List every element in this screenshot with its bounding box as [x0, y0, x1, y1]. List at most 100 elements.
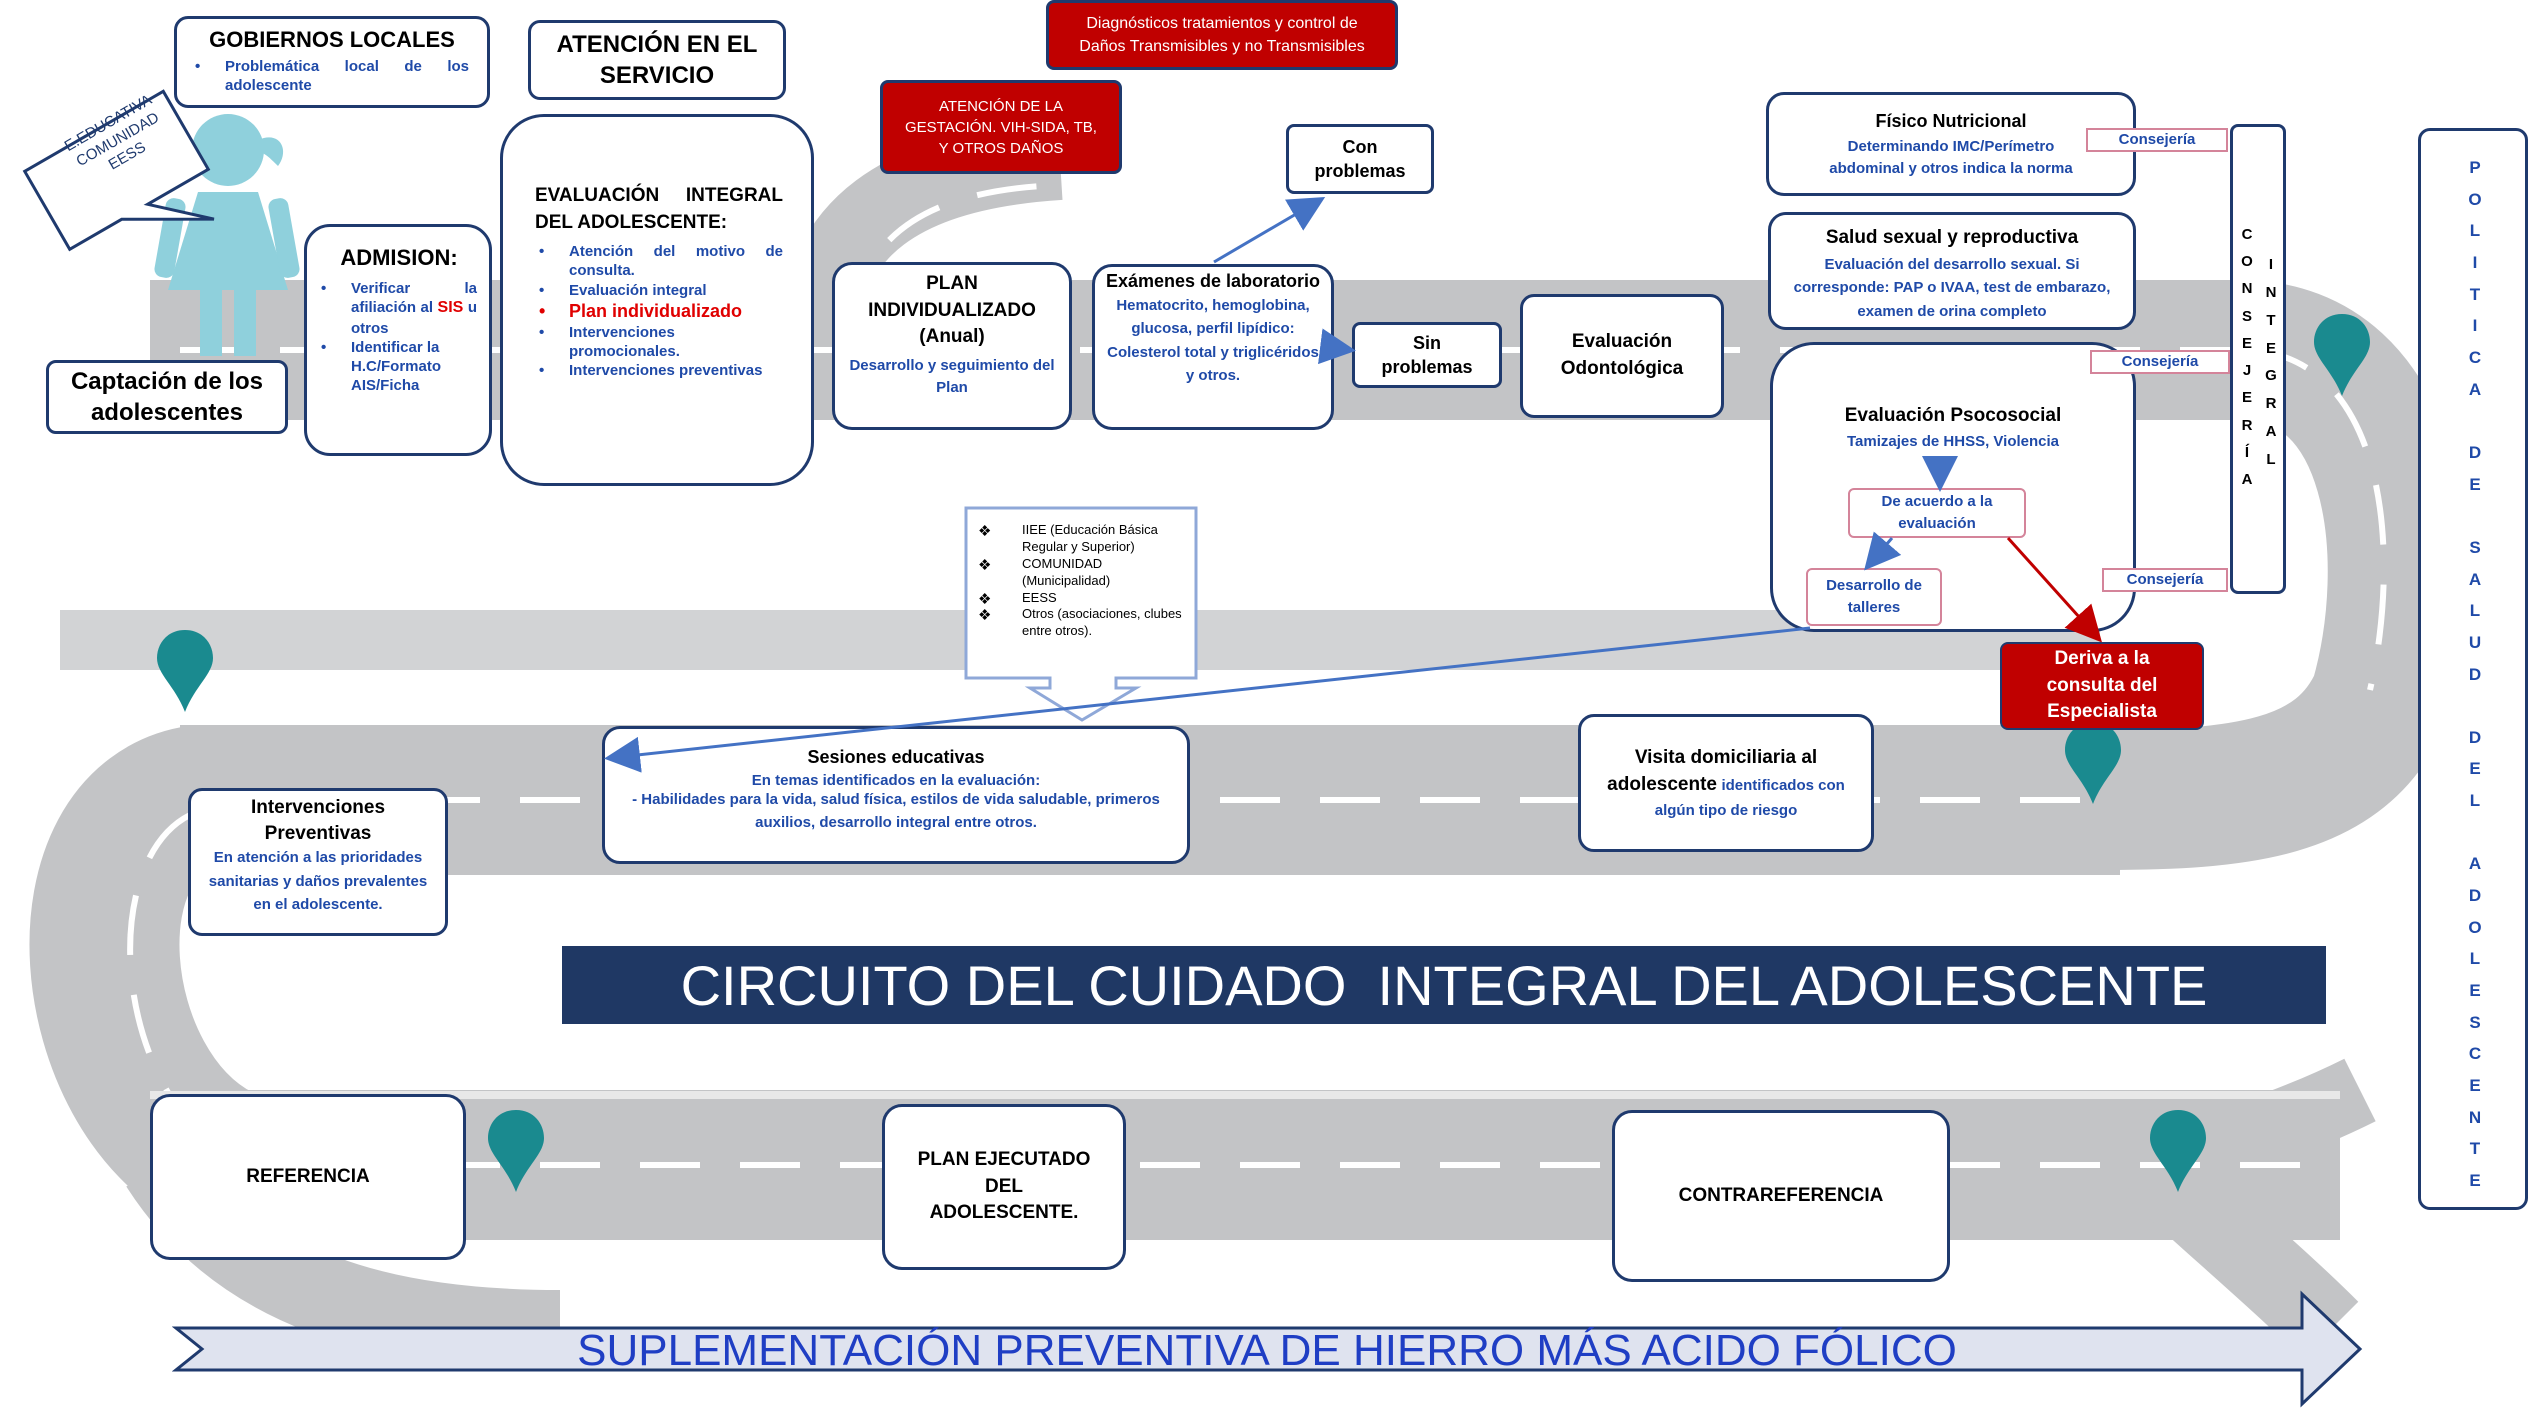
evaluacion-psicosocial-title: Evaluación Psocosocial [1844, 405, 2062, 426]
vertical-letter: S [2469, 1012, 2481, 1032]
plan-individualizado-title: PLAN INDIVIDUALIZADO (Anual) [868, 273, 1036, 348]
plan-individualizado-sub: Desarrollo y seguimiento del Plan [849, 356, 1055, 397]
plan-ejecutado-box: PLAN EJECUTADO DEL ADOLESCENTE. [882, 1104, 1126, 1270]
vertical-letter: L [2469, 601, 2481, 621]
vertical-letter: O [2241, 253, 2253, 271]
vertical-letter: I [2268, 256, 2274, 273]
atencion-servicio-title: ATENCIÓN EN EL SERVICIO [556, 30, 758, 89]
vertical-letter: I [2472, 316, 2478, 336]
salud-sexual-title: Salud sexual y reproductiva [1825, 227, 2079, 248]
salud-sexual-sub: Evaluación del desarrollo sexual. Si cor… [1793, 256, 2111, 320]
vertical-letter: C [2468, 1044, 2482, 1064]
examenes-title: Exámenes de laboratorio [1105, 271, 1321, 291]
captacion-text: Captación de los adolescentes [70, 367, 264, 426]
vertical-letter [2473, 697, 2478, 714]
evaluacion-item: Intervenciones preventivas [539, 361, 783, 380]
callout-item: Otros (asociaciones, clubes entre otros)… [978, 606, 1192, 640]
vertical-letter: T [2469, 284, 2481, 304]
salud-sexual-box: Salud sexual y reproductiva Evaluación d… [1768, 212, 2136, 330]
vertical-letter: L [2469, 949, 2481, 969]
evaluacion-odontologica-box: Evaluación Odontológica [1520, 294, 1724, 418]
vertical-letter: D [2468, 664, 2482, 684]
vertical-letter: C [2241, 226, 2253, 243]
intervenciones-preventivas-box: Intervenciones Preventivas En atención a… [188, 788, 448, 936]
con-problemas-box: Con problemas [1286, 124, 1434, 194]
fisico-nutricional-title: Físico Nutricional [1875, 111, 2027, 131]
referencia-box: REFERENCIA [150, 1094, 466, 1260]
evaluacion-odontologica-text: Evaluación Odontológica [1560, 331, 1684, 379]
vertical-letter: L [2469, 221, 2481, 241]
evaluacion-item: Intervenciones promocionales. [539, 323, 783, 361]
vertical-letter: E [2469, 1171, 2481, 1190]
vertical-letter: S [2241, 307, 2252, 325]
gobiernos-locales-item: Problemática local de los adolescente [195, 57, 469, 95]
de-acuerdo-box: De acuerdo a la evaluación [1848, 488, 2026, 538]
desarrollo-talleres-box: Desarrollo de talleres [1806, 568, 1942, 626]
map-pin-icon [157, 630, 213, 712]
evaluacion-item: Plan individualizado [539, 300, 783, 323]
de-acuerdo-text: De acuerdo a la evaluación [1881, 493, 1993, 532]
vertical-letter: P [2469, 158, 2481, 177]
vertical-letter: N [2468, 1107, 2482, 1127]
callout-item: EESS [978, 590, 1192, 609]
evaluacion-integral-title: EVALUACIÓN INTEGRAL DEL ADOLESCENTE: [535, 185, 783, 233]
map-pin-icon [488, 1110, 544, 1192]
vertical-letter: E [2469, 1076, 2481, 1096]
vertical-letter: O [2468, 189, 2482, 209]
evaluacion-psicosocial-sub: Tamizajes de HHSS, Violencia [1846, 433, 2060, 450]
plan-ejecutado-text: PLAN EJECUTADO DEL ADOLESCENTE. [917, 1149, 1091, 1224]
contrareferencia-text: CONTRAREFERENCIA [1678, 1185, 1884, 1206]
vertical-letter: E [2241, 334, 2252, 352]
vertical-letter: O [2468, 917, 2482, 937]
examenes-sub: Hematocrito, hemoglobina, glucosa, perfi… [1107, 297, 1319, 384]
speech-bubble [22, 89, 215, 252]
admision-item-hc: Identificar la H.C/Formato AIS/Ficha [321, 338, 477, 396]
sesiones-educativas-sub1: En temas identificados en la evaluación: [751, 772, 1041, 789]
vertical-letter: R [2241, 416, 2253, 434]
vertical-letter: N [2241, 280, 2253, 298]
diagnosticos-box: Diagnósticos tratamientos y control de D… [1046, 0, 1398, 70]
referencia-text: REFERENCIA [246, 1166, 370, 1187]
vertical-letter: I [2472, 252, 2478, 272]
vertical-letter: D [2468, 886, 2482, 906]
diagnosticos-text: Diagnósticos tratamientos y control de D… [1079, 14, 1365, 55]
vertical-letter: R [2265, 395, 2277, 413]
vertical-letter: N [2265, 283, 2277, 301]
suplementacion-arrow [172, 1290, 2363, 1408]
vertical-letter: G [2265, 367, 2277, 385]
sesiones-educativas-title: Sesiones educativas [807, 747, 985, 767]
vertical-letter: T [2469, 1139, 2481, 1159]
admision-title: ADMISION: [340, 245, 458, 270]
vertical-letter: T [2266, 311, 2276, 329]
evaluacion-integral-box: EVALUACIÓN INTEGRAL DEL ADOLESCENTE: Ate… [500, 114, 814, 486]
vertical-letter: S [2469, 537, 2481, 557]
visita-domiciliaria-sub: identificados con algún tipo de riesgo [1654, 777, 1845, 819]
gestacion-box: ATENCIÓN DE LA GESTACIÓN. VIH-SIDA, TB, … [880, 80, 1122, 174]
captacion-box: Captación de los adolescentes [46, 360, 288, 434]
vertical-letter [2473, 412, 2478, 429]
consejeria-tag: Consejería [2102, 568, 2228, 592]
evaluacion-item: Evaluación integral [539, 281, 783, 300]
vertical-letter: L [2469, 791, 2481, 811]
vertical-letter: D [2468, 442, 2482, 462]
intervenciones-preventivas-sub: En atención a las prioridades sanitarias… [208, 849, 428, 913]
vertical-letter: A [2468, 854, 2482, 874]
sesiones-educativas-box: Sesiones educativas En temas identificad… [602, 726, 1190, 864]
map-pin-icon [2314, 314, 2370, 396]
vertical-letter: U [2468, 632, 2482, 652]
circuito-banner: CIRCUITO DEL CUIDADO INTEGRAL DEL ADOLES… [562, 946, 2326, 1024]
consejeria-tag: Consejería [2086, 128, 2228, 152]
fisico-nutricional-box: Físico Nutricional Determinando IMC/Perí… [1766, 92, 2136, 196]
deriva-especialista-text: Deriva a la consulta del Especialista [2046, 648, 2158, 723]
callout-list: IIEE (Educación Básica Regular y Superio… [972, 522, 1192, 640]
gestacion-text: ATENCIÓN DE LA GESTACIÓN. VIH-SIDA, TB, … [905, 97, 1097, 157]
desarrollo-talleres-text: Desarrollo de talleres [1826, 577, 1922, 616]
vertical-letter: A [2241, 470, 2253, 488]
map-pin-icon [2065, 722, 2121, 804]
callout-item: IIEE (Educación Básica Regular y Superio… [978, 522, 1192, 556]
plan-individualizado-box: PLAN INDIVIDUALIZADO (Anual) Desarrollo … [832, 262, 1072, 430]
sesiones-educativas-sub2: - Habilidades para la vida, salud física… [632, 791, 1160, 831]
